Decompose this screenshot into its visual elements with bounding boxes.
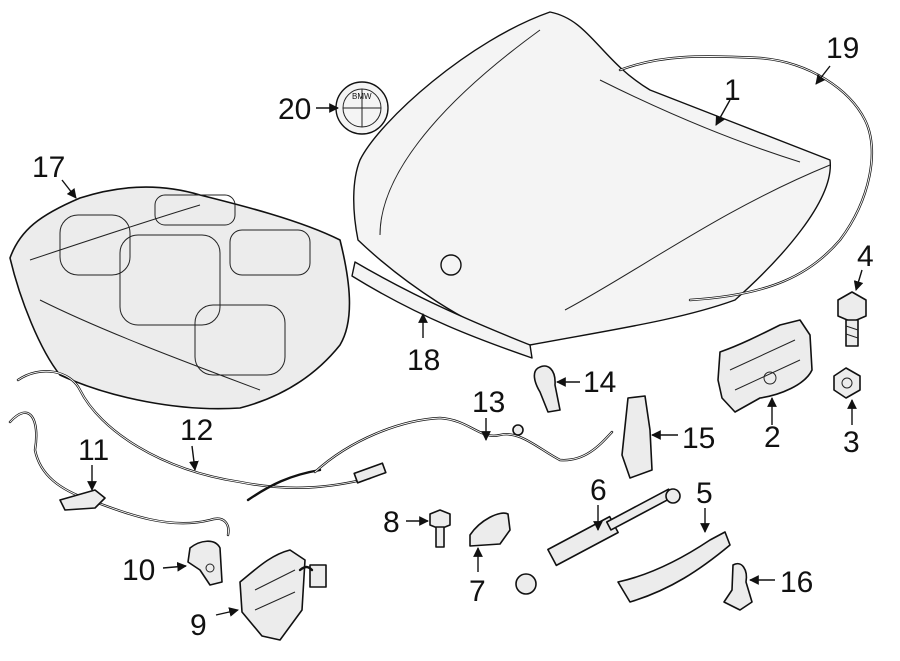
callout-labels: 1 2 3 4 5 6 7 8 9 10 11 12 13 14 15 16 1… [32, 32, 874, 642]
callout-19: 19 [826, 32, 859, 65]
callout-9: 9 [190, 609, 207, 642]
callout-16: 16 [780, 566, 813, 599]
callout-5: 5 [696, 477, 713, 510]
hood-hinge [717, 319, 813, 413]
emblem-text: BMW [352, 92, 372, 101]
callout-7: 7 [469, 575, 486, 608]
callout-13: 13 [472, 386, 505, 419]
hood-emblem: BMW [335, 81, 389, 135]
latch-cover [187, 540, 223, 586]
callout-11: 11 [78, 434, 109, 467]
front-seal-strip [351, 261, 533, 359]
callout-2: 2 [764, 421, 781, 454]
callout-12: 12 [180, 414, 213, 447]
callout-3: 3 [843, 426, 860, 459]
hood-release-cable [313, 416, 614, 474]
insulation-pad [9, 186, 351, 410]
release-cable [16, 370, 387, 502]
callout-6: 6 [590, 474, 607, 507]
cable-clip [533, 365, 561, 413]
callout-15: 15 [682, 422, 715, 455]
hinge-bolt [837, 291, 867, 347]
callout-10: 10 [122, 554, 155, 587]
rubber-buffer [469, 512, 511, 547]
hood-bumper [723, 563, 753, 611]
callout-17: 17 [32, 151, 65, 184]
support-bracket [621, 395, 653, 479]
callout-1: 1 [724, 74, 741, 107]
hood-panel [353, 11, 831, 346]
hood-seal [618, 55, 874, 302]
callout-18: 18 [407, 344, 440, 377]
callout-4: 4 [857, 240, 874, 273]
callout-8: 8 [383, 506, 400, 539]
hinge-nut [833, 367, 861, 399]
mount-bolt [429, 509, 451, 548]
leader-lines [61, 65, 864, 617]
strut-bracket [617, 531, 731, 603]
callout-20: 20 [278, 93, 311, 126]
gas-strut [515, 488, 681, 595]
secondary-release-cable [8, 411, 230, 537]
hood-latch [239, 549, 327, 641]
callout-14: 14 [583, 366, 616, 399]
